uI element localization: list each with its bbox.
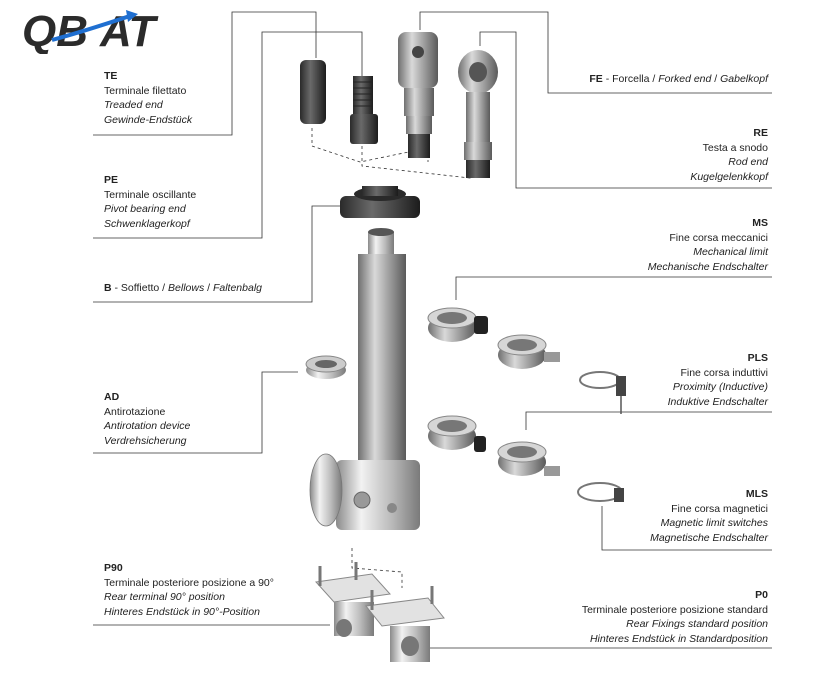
fe-separator: / xyxy=(711,73,721,85)
re-german: Kugelgelenkkopf xyxy=(690,170,768,183)
ms-italian: Fine corsa meccanici xyxy=(669,231,768,244)
ad-german: Verdrehsicherung xyxy=(104,434,187,447)
label-te: TE Terminale filettato Treaded end Gewin… xyxy=(104,69,192,127)
p0-italian: Terminale posteriore posizione standard xyxy=(581,603,768,616)
ms-code: MS xyxy=(752,217,768,229)
label-pls: PLS Fine corsa induttivi Proximity (Indu… xyxy=(668,351,768,409)
pls-english: Proximity (Inductive) xyxy=(672,381,768,393)
b-code: B xyxy=(104,282,112,294)
te-code: TE xyxy=(104,70,118,82)
label-ad: AD Antirotazione Antirotation device Ver… xyxy=(104,390,190,448)
pe-code: PE xyxy=(104,174,119,186)
p0-code: P0 xyxy=(755,589,768,601)
fe-italian: - Forcella / xyxy=(602,73,659,85)
te-german: Gewinde-Endstück xyxy=(104,113,193,126)
p0-german: Hinteres Endstück in Standardposition xyxy=(589,632,768,645)
mechanical-limit-drawing xyxy=(427,307,560,369)
re-english: Rod end xyxy=(728,156,768,168)
mls-code: MLS xyxy=(745,488,768,500)
label-re: RE Testa a snodo Rod end Kugelgelenkkopf xyxy=(690,126,768,184)
qbat-logo: QB AT xyxy=(22,7,159,54)
ms-german: Mechanische Endschalter xyxy=(647,260,768,273)
assembly-lines xyxy=(311,128,471,588)
pls-code: PLS xyxy=(747,352,768,364)
inductive-limit-drawing xyxy=(579,371,626,414)
leader-lines xyxy=(93,11,772,649)
fe-code: FE xyxy=(589,73,603,85)
p90-code: P90 xyxy=(104,562,123,574)
label-mls: MLS Fine corsa magnetici Magnetic limit … xyxy=(650,487,768,545)
magnetic-limit-drawing xyxy=(427,415,624,502)
b-separator: / xyxy=(204,282,213,294)
fe-german: Gabelkopf xyxy=(720,73,768,85)
re-italian: Testa a snodo xyxy=(702,141,768,154)
b-italian: - Soffietto / xyxy=(111,282,169,294)
forked-end-drawing xyxy=(398,32,438,158)
rear-terminal-drawing xyxy=(315,562,445,662)
te-english: Treaded end xyxy=(104,99,163,111)
p90-italian: Terminale posteriore posizione a 90° xyxy=(104,576,274,589)
actuator-body-drawing xyxy=(309,228,420,530)
bellows-drawing xyxy=(340,186,420,218)
label-fe: FE - Forcella / Forked end / Gabelkopf xyxy=(589,72,768,87)
mls-english: Magnetic limit switches xyxy=(660,517,768,529)
label-ms: MS Fine corsa meccanici Mechanical limit… xyxy=(648,216,768,274)
ad-code: AD xyxy=(104,391,120,403)
label-pe: PE Terminale oscillante Pivot bearing en… xyxy=(104,173,196,231)
label-p90: P90 Terminale posteriore posizione a 90°… xyxy=(104,561,274,619)
ad-english: Antirotation device xyxy=(104,420,191,432)
pe-german: Schwenklagerkopf xyxy=(104,217,190,230)
ms-english: Mechanical limit xyxy=(693,246,768,258)
p0-english: Rear Fixings standard position xyxy=(626,618,768,630)
p90-english: Rear terminal 90° position xyxy=(104,591,225,603)
p90-german: Hinteres Endstück in 90°-Position xyxy=(104,605,260,618)
label-b: B - Soffietto / Bellows / Faltenbalg xyxy=(104,281,262,296)
te-italian: Terminale filettato xyxy=(104,84,187,97)
pe-english: Pivot bearing end xyxy=(104,203,186,215)
rod-end-drawing xyxy=(458,50,498,178)
pe-italian: Terminale oscillante xyxy=(104,188,197,201)
antirotation-drawing xyxy=(305,355,347,379)
ad-italian: Antirotazione xyxy=(104,405,166,418)
pls-german: Induktive Endschalter xyxy=(667,395,768,408)
mls-italian: Fine corsa magnetici xyxy=(671,502,768,515)
threaded-end-drawing xyxy=(300,60,378,144)
label-p0: P0 Terminale posteriore posizione standa… xyxy=(582,588,768,646)
pls-italian: Fine corsa induttivi xyxy=(680,366,768,379)
b-german: Faltenbalg xyxy=(212,282,263,294)
b-english: Bellows xyxy=(168,282,205,294)
svg-text:QB: QB xyxy=(22,7,88,54)
re-code: RE xyxy=(753,127,768,139)
fe-english: Forked end xyxy=(658,73,712,85)
mls-german: Magnetische Endschalter xyxy=(650,531,768,544)
